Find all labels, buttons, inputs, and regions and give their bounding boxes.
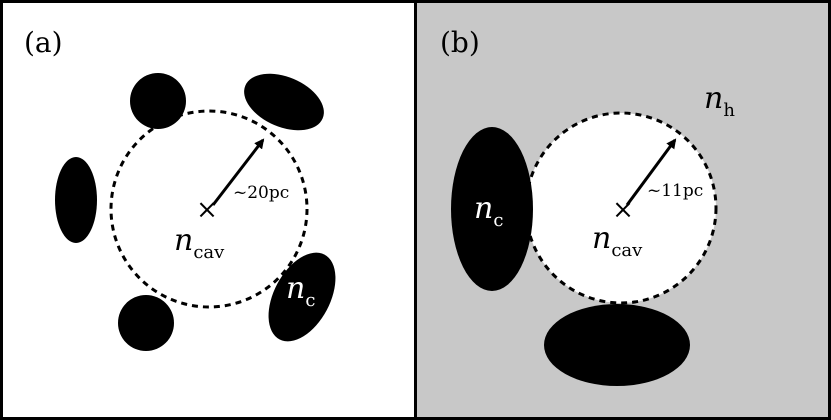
panel-b-clump-bottom: [544, 304, 690, 386]
panel-a-clump-top-left: [130, 73, 186, 129]
panel-a-label: (a): [24, 26, 63, 59]
panel-b-radius-label: ~11pc: [647, 181, 703, 201]
panel-b: (b) nh nc × ~11pc ncav: [414, 0, 831, 420]
panel-a-clump-bottom-left: [118, 295, 174, 351]
panel-a-radius-label: ~20pc: [233, 183, 289, 203]
panel-b-label: (b): [440, 26, 480, 59]
panel-a-cavity-boundary: [109, 109, 309, 309]
panel-a-center-label: ncav: [174, 223, 225, 263]
panel-b-radius-arrow: [625, 138, 677, 206]
panel-a-clump-top-right: [244, 73, 324, 131]
panel-a-radius-arrow: [211, 138, 265, 206]
panel-b-clump-label: nc: [474, 191, 503, 231]
panel-b-clump-left: [451, 127, 533, 291]
panel-b-center-label: ncav: [592, 221, 643, 261]
panel-a-center-cross: ×: [196, 195, 218, 225]
panel-a-clump-left: [55, 157, 97, 243]
panel-b-medium-label: nh: [704, 81, 735, 121]
panel-a-clump-label: nc: [286, 271, 315, 311]
panel-a: (a) × ~20pc ncav nc: [0, 0, 417, 420]
panel-a-clump-bottom-right: [268, 252, 336, 342]
